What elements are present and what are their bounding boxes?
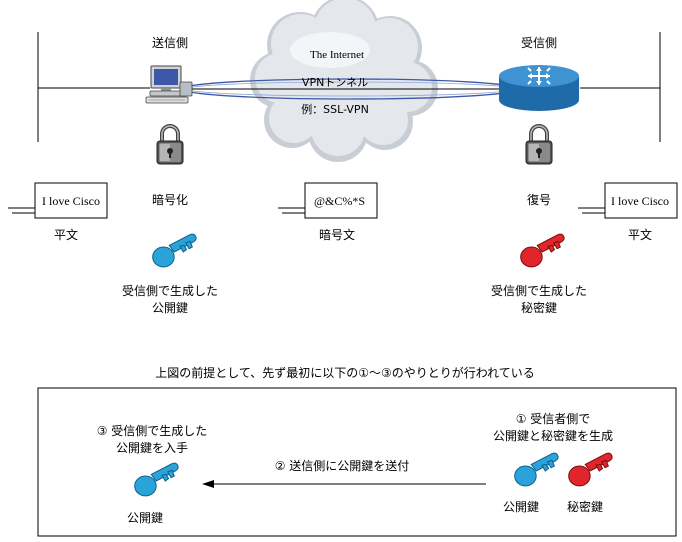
premise-heading: 上図の前提として、先ず最初に以下の①～③のやりとりが行われている (155, 366, 535, 380)
receiver-padlock-icon (524, 124, 554, 166)
step1-line1: ① 受信者側で (515, 412, 591, 426)
receiver-private-key-icon (520, 233, 565, 268)
sender-plaintext-doc (8, 182, 108, 219)
sender-key-note-line2: 公開鍵 (151, 301, 189, 315)
internet-cloud (250, 0, 438, 162)
step1-line2: 公開鍵と秘密鍵を生成 (492, 429, 614, 443)
receiver-plaintext-caption: 平文 (627, 228, 653, 242)
receiver-plaintext-text: I love Cisco (611, 194, 669, 208)
receiver-key-note-line1: 受信側で生成した (490, 284, 588, 298)
decrypt-label: 復号 (526, 193, 552, 207)
vpn-tunnel-label: VPNトンネル (301, 76, 369, 89)
ssl-vpn-label: 例：SSL-VPN (301, 103, 369, 116)
received-public-key-icon (134, 462, 179, 497)
step2-label: ② 送信側に公開鍵を送付 (274, 459, 410, 473)
send-public-key-arrow (202, 480, 486, 488)
generated-private-key-icon (568, 452, 613, 487)
internet-label: The Internet (309, 49, 365, 61)
ciphertext-caption: 暗号文 (318, 228, 356, 242)
encrypt-label: 暗号化 (151, 193, 189, 207)
receiver-lan-line (580, 32, 661, 142)
premise-box (37, 387, 677, 537)
sender-pc-icon (145, 65, 193, 104)
sender-public-key-icon (152, 233, 197, 268)
receiver-key-note: 受信側で生成した 秘密鍵 (491, 283, 587, 317)
receiver-key-note-line2: 秘密鍵 (520, 301, 558, 315)
receiver-title: 受信側 (520, 36, 558, 50)
sender-padlock-icon (155, 124, 185, 166)
sender-plaintext-caption: 平文 (53, 228, 79, 242)
generated-public-key-icon (514, 452, 559, 487)
received-public-key-label: 公開鍵 (126, 511, 164, 525)
sender-key-note-line1: 受信側で生成した (121, 284, 219, 298)
step3-line2: 公開鍵を入手 (115, 441, 189, 455)
ciphertext-text: @&C%*S (314, 194, 366, 208)
receiver-plaintext-doc (578, 182, 678, 219)
sender-lan-line (37, 32, 150, 142)
receiver-router-icon (499, 65, 579, 111)
sender-title: 送信側 (151, 36, 189, 50)
ciphertext-doc (278, 182, 378, 219)
step3-line1: ③ 受信側で生成した (96, 424, 208, 438)
step1-note: ① 受信者側で 公開鍵と秘密鍵を生成 (493, 411, 613, 445)
sender-plaintext-text: I love Cisco (42, 194, 100, 208)
generated-public-key-label: 公開鍵 (502, 500, 540, 514)
generated-private-key-label: 秘密鍵 (566, 500, 604, 514)
sender-key-note: 受信側で生成した 公開鍵 (122, 283, 218, 317)
step3-note: ③ 受信側で生成した 公開鍵を入手 (97, 423, 208, 457)
